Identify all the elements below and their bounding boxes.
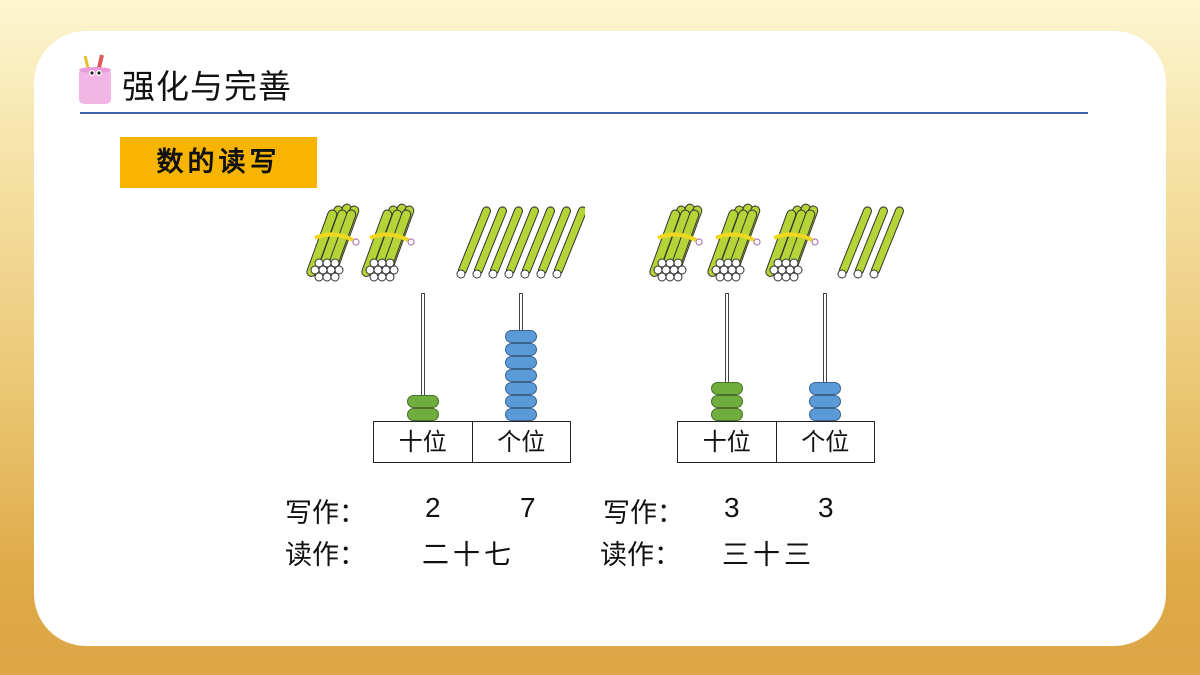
ones-place-label: 个位 — [775, 422, 875, 462]
write-tens-digit: 2 — [425, 492, 441, 523]
place-value-box: 十位 个位 — [677, 421, 875, 463]
write-label: 写作： — [285, 498, 366, 529]
section-tag: 数的读写 — [120, 137, 317, 188]
counting-sticks-33 — [648, 200, 906, 283]
write-ones-digit: 7 — [520, 492, 536, 523]
write-tens-digit: 3 — [724, 492, 740, 523]
tens-place-label: 十位 — [702, 428, 751, 456]
ones-bead — [809, 408, 841, 421]
read-label: 读作： — [285, 540, 366, 571]
ones-bead — [505, 330, 537, 343]
tens-bead — [711, 382, 743, 395]
page-title: 强化与完善 — [122, 67, 292, 106]
abacus-33: 十位 个位 — [677, 293, 875, 465]
tens-bead — [407, 395, 439, 408]
read-label: 读作： — [600, 540, 681, 571]
ones-bead — [505, 356, 537, 369]
counting-sticks-27 — [305, 200, 585, 283]
pencil-cup-mascot-icon — [79, 54, 111, 104]
ones-bead — [505, 395, 537, 408]
abacus-27: 十位 个位 — [373, 293, 571, 465]
title-divider — [80, 112, 1088, 114]
write-label: 写作： — [603, 498, 684, 529]
tens-bead — [407, 408, 439, 421]
place-value-box: 十位 个位 — [373, 421, 571, 463]
read-value: 二十七 — [422, 540, 515, 571]
ones-bead — [505, 382, 537, 395]
ones-bead — [505, 343, 537, 356]
tens-bead — [711, 408, 743, 421]
ones-bead — [809, 382, 841, 395]
slide-card — [34, 31, 1166, 646]
ones-bead — [505, 408, 537, 421]
tens-bead — [711, 395, 743, 408]
ones-place-label: 个位 — [471, 422, 571, 462]
ones-bead — [505, 369, 537, 382]
read-value: 三十三 — [722, 540, 815, 571]
write-ones-digit: 3 — [818, 492, 834, 523]
tens-place-label: 十位 — [398, 428, 447, 456]
ones-bead — [809, 395, 841, 408]
